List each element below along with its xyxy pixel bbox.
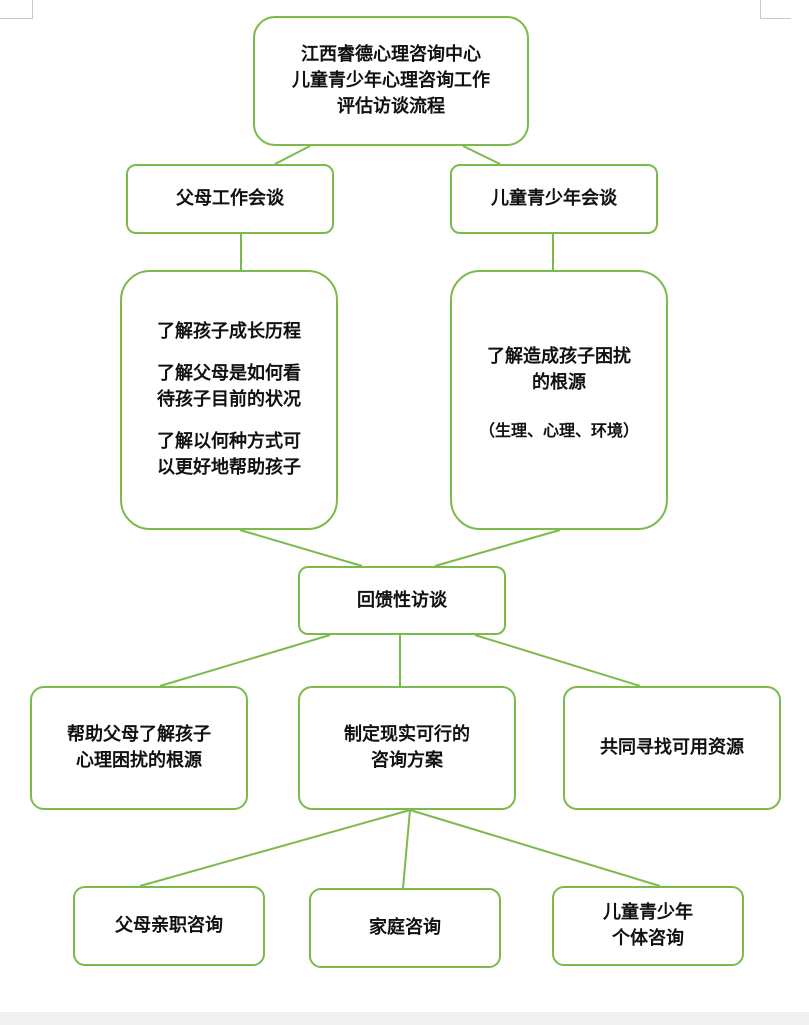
help-parents-line-1: 帮助父母了解孩子 (67, 724, 211, 745)
connector-title-parents (274, 145, 311, 165)
child-detail-line-2: 的根源 (532, 372, 586, 393)
connector-plan-parenting (139, 809, 411, 887)
connector-plan-family (402, 809, 411, 889)
individual-consult-line-2: 个体咨询 (612, 928, 684, 949)
help-parents-line-2: 心理困扰的根源 (76, 750, 202, 771)
resources-box: 共同寻找可用资源 (563, 686, 781, 810)
parents-detail-item-2-line-2: 待孩子目前的状况 (157, 389, 301, 410)
connector-feedback-help (159, 634, 331, 687)
page-corner-mark-left (0, 0, 33, 19)
family-consult-box: 家庭咨询 (309, 888, 501, 968)
child-meeting-label: 儿童青少年会谈 (491, 188, 617, 209)
individual-consult-box: 儿童青少年 个体咨询 (552, 886, 744, 966)
title-line-2: 儿童青少年心理咨询工作 (292, 70, 490, 91)
title-line-1: 江西睿德心理咨询中心 (301, 44, 481, 65)
parents-detail-box: 了解孩子成长历程 了解父母是如何看 待孩子目前的状况 了解以何种方式可 以更好地… (120, 270, 338, 530)
feedback-label: 回馈性访谈 (357, 589, 447, 611)
parents-detail-item-3-line-2: 以更好地帮助孩子 (157, 457, 301, 478)
connector-title-child (462, 145, 501, 165)
title-line-3: 评估访谈流程 (337, 96, 445, 117)
child-detail-note: （生理、心理、环境） (478, 421, 639, 440)
child-detail-line-1: 了解造成孩子困扰 (487, 346, 631, 367)
parenting-consult-box: 父母亲职咨询 (73, 886, 265, 966)
individual-consult-line-1: 儿童青少年 (603, 902, 693, 923)
parents-detail-item-1: 了解孩子成长历程 (157, 321, 301, 342)
page-corner-mark-right (760, 0, 791, 19)
parents-meeting-box: 父母工作会谈 (126, 164, 334, 234)
parenting-consult-label: 父母亲职咨询 (115, 915, 223, 936)
title-box: 江西睿德心理咨询中心 儿童青少年心理咨询工作 评估访谈流程 (253, 16, 529, 146)
connector-feedback-resources (474, 634, 641, 687)
parents-detail-item-3-line-1: 了解以何种方式可 (157, 431, 301, 452)
bottom-bar (0, 1012, 809, 1025)
connector-child-feedback (434, 529, 561, 567)
feedback-box: 回馈性访谈 (298, 566, 506, 635)
parents-detail-item-2-line-1: 了解父母是如何看 (157, 363, 301, 384)
connector-parents-feedback (239, 529, 363, 567)
plan-line-1: 制定现实可行的 (344, 724, 470, 745)
help-parents-box: 帮助父母了解孩子 心理困扰的根源 (30, 686, 248, 810)
resources-label: 共同寻找可用资源 (600, 737, 744, 758)
connector-plan-individual (409, 809, 661, 887)
plan-box: 制定现实可行的 咨询方案 (298, 686, 516, 810)
parents-meeting-label: 父母工作会谈 (176, 188, 284, 209)
child-detail-box: 了解造成孩子困扰 的根源 （生理、心理、环境） (450, 270, 668, 530)
child-meeting-box: 儿童青少年会谈 (450, 164, 658, 234)
plan-line-2: 咨询方案 (371, 750, 443, 771)
family-consult-label: 家庭咨询 (369, 917, 441, 938)
